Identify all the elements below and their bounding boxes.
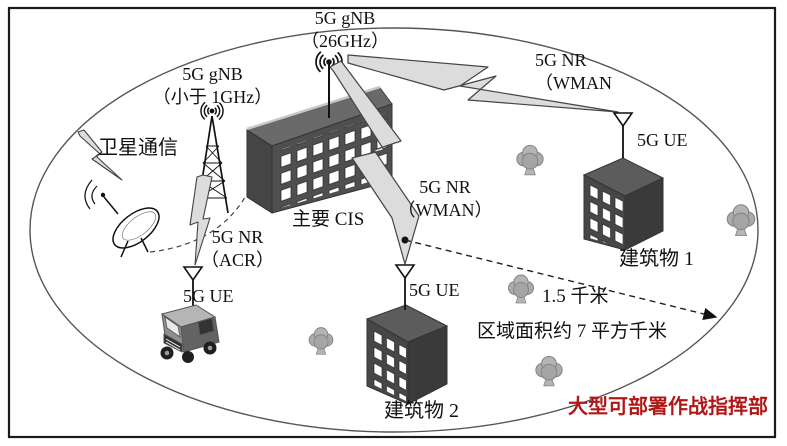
label-5g-gnb-sub1ghz: 5G gNB （小于 1GHz） [130, 63, 295, 108]
label-building-2: 建筑物 2 [384, 400, 459, 422]
label-area-7sqkm: 区域面积约 7 平方千米 [477, 321, 668, 342]
ue-antenna-icon [613, 112, 633, 127]
lightning-bolt-satellite-icon [77, 129, 123, 181]
truck-icon [160, 304, 220, 363]
lightning-bolt-acr-icon [189, 174, 213, 266]
tree-icon [726, 204, 756, 237]
label-main-cis: 主要 CIS [292, 209, 365, 230]
label-5g-nr-acr: 5G NR （ACR） [175, 226, 300, 271]
label-5g-gnb-26ghz: 5G gNB （26GHz） [270, 7, 420, 52]
label-command-post: 大型可部署作战指挥部 [568, 396, 768, 418]
label-5g-ue-right: 5G UE [637, 130, 688, 150]
label-5g-nr-wman-center: 5G NR （WMAN） [385, 176, 505, 221]
label-5g-ue-left: 5G UE [183, 286, 234, 306]
building-1 [582, 157, 665, 251]
label-line: （WMAN [535, 72, 612, 93]
frame-border [7, 6, 777, 439]
tree-icon [308, 327, 334, 355]
tree-icon [516, 144, 544, 176]
label-line: （小于 1GHz） [152, 86, 273, 107]
label-line: 5G NR [211, 227, 264, 247]
tree-icon [508, 274, 534, 304]
label-line: （WMAN） [397, 199, 493, 220]
label-5g-nr-wman-right: 5G NR （WMAN [535, 49, 612, 94]
satellite-dish-icon [84, 179, 160, 258]
tree-icon [535, 355, 563, 387]
label-line: 5G gNB [182, 64, 243, 84]
lightning-bolt-wman-down-icon [329, 60, 420, 265]
ue-antenna-icon [395, 264, 415, 279]
building-2 [365, 304, 449, 405]
coverage-ellipse [29, 27, 759, 433]
label-line: （26GHz） [301, 30, 389, 51]
label-distance-1-5km: 1.5 千米 [542, 286, 609, 307]
label-line: 5G NR [535, 50, 587, 70]
lightning-bolt-wman-right-icon [347, 54, 619, 113]
label-5g-ue-mid: 5G UE [409, 280, 460, 300]
label-satellite-comm: 卫星通信 [98, 137, 178, 159]
label-line: 5G NR [419, 177, 471, 197]
distance-arrow [404, 239, 718, 321]
label-building-1: 建筑物 1 [619, 248, 694, 270]
label-line: （ACR） [200, 249, 274, 270]
label-line: 5G gNB [314, 8, 376, 28]
